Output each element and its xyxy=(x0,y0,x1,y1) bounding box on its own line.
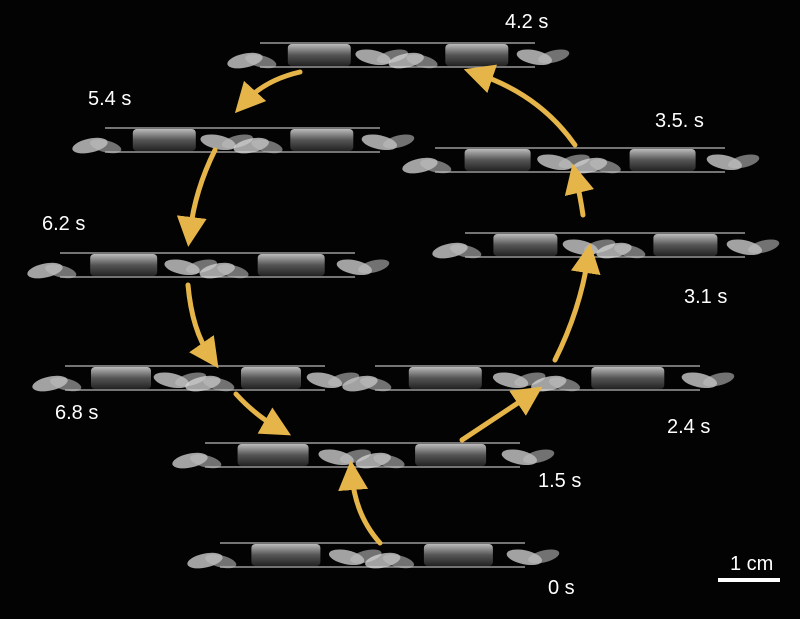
arrow-0-to-1.5 xyxy=(338,460,383,546)
timestamp-label: 6.8 s xyxy=(55,402,99,424)
robot-snapshot xyxy=(72,127,415,154)
arrow-3.1-to-3.5 xyxy=(564,163,595,218)
arrow-1.5-to-2.4 xyxy=(459,386,543,443)
robot-snapshot xyxy=(187,542,560,569)
robot-snapshot xyxy=(27,252,390,279)
arrow-2.4-to-3.1 xyxy=(552,243,601,363)
robot-snapshot xyxy=(32,365,360,392)
robot-snapshot xyxy=(172,442,555,469)
robot-snapshot xyxy=(227,42,570,69)
timestamp-label: 2.4 s xyxy=(667,416,711,438)
arrow-6.8-to-1.5 xyxy=(233,391,292,436)
robot-snapshot xyxy=(432,232,780,259)
arrow-6.2-to-6.8 xyxy=(185,282,219,369)
scale-bar xyxy=(718,578,780,582)
arrow-5.4-to-6.2 xyxy=(176,147,218,247)
timestamp-label: 5.4 s xyxy=(88,88,132,110)
arrow-4.2-to-5.4 xyxy=(234,69,303,114)
robot-snapshot xyxy=(402,147,760,174)
timestamp-label: 1.5 s xyxy=(538,470,582,492)
timestamp-label: 0 s xyxy=(548,577,575,599)
timestamp-label: 4.2 s xyxy=(505,11,549,33)
trajectory-arrows xyxy=(176,64,601,546)
timestamp-label: 3.5. s xyxy=(655,110,704,132)
robot-snapshot xyxy=(342,365,735,392)
arrow-3.5-to-4.2 xyxy=(463,64,578,148)
scale-bar-label: 1 cm xyxy=(730,553,774,575)
timestamp-label: 3.1 s xyxy=(684,286,728,308)
timestamp-label: 6.2 s xyxy=(42,213,86,235)
